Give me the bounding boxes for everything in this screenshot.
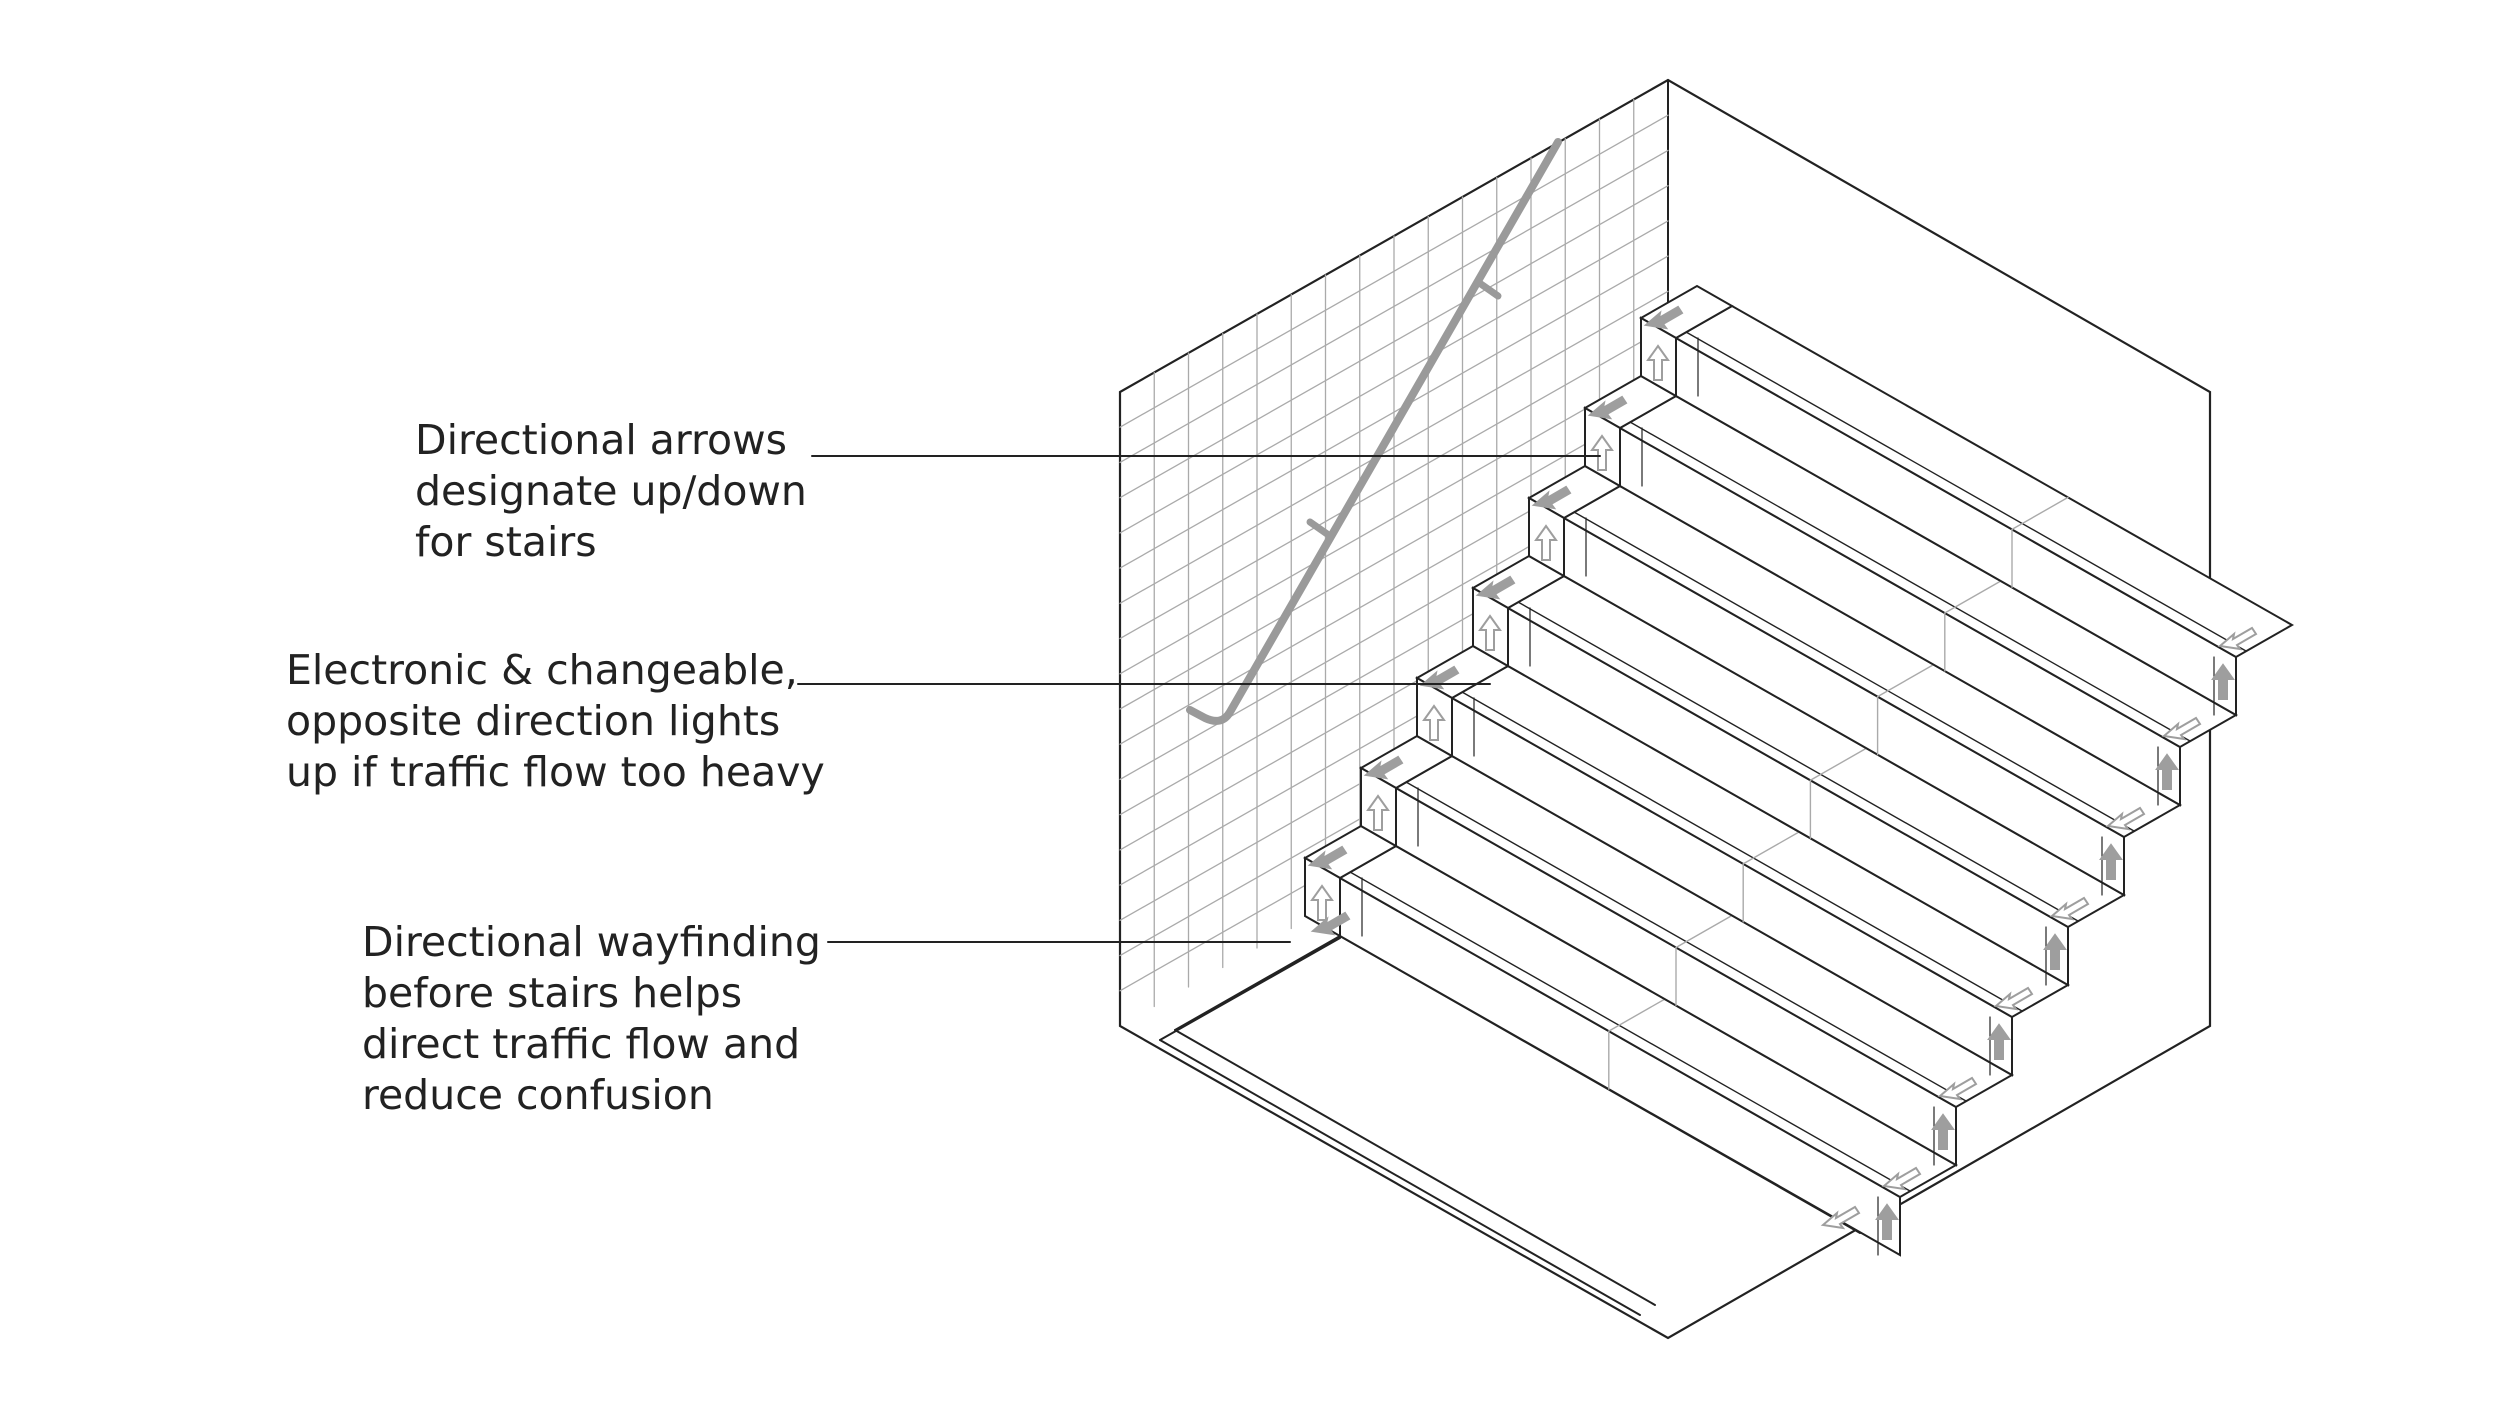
tread-nosing-line bbox=[1517, 601, 2079, 922]
tread-nosing-line bbox=[1349, 871, 1911, 1192]
tread-nosing-line bbox=[1461, 691, 2023, 1012]
wall-grid-horizontal bbox=[1119, 220, 1669, 534]
up-arrow-icon bbox=[1310, 884, 1334, 921]
wall-grid-horizontal bbox=[1119, 114, 1669, 428]
wall-grid-horizontal bbox=[1119, 325, 1669, 640]
callout-line: designate up/down bbox=[415, 467, 807, 515]
tread-nosing-line bbox=[1685, 331, 2247, 652]
floor-strip-line bbox=[1159, 1039, 1641, 1316]
tread-tile-joint bbox=[1876, 663, 1935, 698]
wall-grid-horizontal bbox=[1119, 255, 1669, 569]
callout-line: Directional arrows bbox=[415, 416, 787, 464]
handrail-bracket bbox=[1306, 518, 1334, 540]
tread-tile-joint bbox=[2011, 496, 2069, 531]
left-down-arrow-icon bbox=[1307, 845, 1348, 870]
callout-electronic-changeable: Electronic & changeable, opposite direct… bbox=[286, 645, 825, 798]
left-down-arrow-icon bbox=[1643, 305, 1684, 330]
tread-tile-joint bbox=[1944, 580, 2002, 614]
left-down-arrow-icon bbox=[1937, 1076, 1978, 1101]
wall-grid-horizontal bbox=[1119, 185, 1669, 499]
callout-line: up if traffic flow too heavy bbox=[286, 748, 825, 796]
up-arrow-icon bbox=[2099, 843, 2123, 880]
left-down-arrow-icon bbox=[1820, 1205, 1861, 1230]
callout-line: reduce confusion bbox=[362, 1071, 714, 1119]
floor-strip-line bbox=[1174, 1029, 1656, 1306]
wall-grid-horizontal bbox=[1119, 149, 1669, 464]
up-arrow-icon bbox=[1422, 704, 1446, 741]
up-arrow-icon bbox=[1478, 614, 1502, 651]
floor-edge-line bbox=[1174, 935, 1341, 1031]
callout-directional-wayfinding: Directional wayfinding before stairs hel… bbox=[362, 917, 821, 1121]
left-down-arrow-icon bbox=[2105, 806, 2146, 831]
tread-tile-joint bbox=[1809, 747, 1868, 781]
handrail bbox=[1186, 138, 1562, 725]
up-arrow-icon bbox=[1590, 434, 1614, 471]
tread-nosing-line bbox=[1629, 421, 2191, 742]
leader-lines bbox=[797, 455, 1601, 943]
up-arrow-icon bbox=[2155, 753, 2179, 790]
direction-arrows bbox=[1307, 305, 2258, 1240]
left-down-arrow-icon bbox=[2049, 896, 2090, 921]
callout-line: direct traffic flow and bbox=[362, 1020, 801, 1068]
wall-grid-horizontal bbox=[1119, 396, 1669, 710]
tread-tile-joint bbox=[1675, 914, 1733, 949]
up-arrow-icon bbox=[2043, 933, 2067, 970]
up-arrow-icon bbox=[1646, 344, 1670, 381]
stair-geometry bbox=[1118, 78, 2295, 1340]
callout-line: Directional wayfinding bbox=[362, 918, 821, 966]
left-down-arrow-icon bbox=[1587, 395, 1628, 420]
callout-directional-arrows: Directional arrows designate up/down for… bbox=[415, 415, 807, 568]
callout-line: before stairs helps bbox=[362, 969, 743, 1017]
left-down-arrow-icon bbox=[1363, 755, 1404, 780]
callout-line: for stairs bbox=[415, 518, 597, 566]
up-arrow-icon bbox=[1534, 524, 1558, 561]
tread-tile-joint bbox=[1742, 831, 1800, 865]
up-arrow-icon bbox=[2211, 663, 2235, 700]
tread-nosing-line bbox=[1573, 511, 2135, 832]
left-down-arrow-icon bbox=[2217, 626, 2258, 651]
callout-line: Electronic & changeable, bbox=[286, 646, 798, 694]
up-arrow-icon bbox=[1987, 1023, 2011, 1060]
left-down-arrow-icon bbox=[1310, 911, 1351, 936]
wall-grid-horizontal bbox=[1119, 290, 1669, 604]
callout-line: opposite direction lights bbox=[286, 697, 781, 745]
left-down-arrow-icon bbox=[1419, 665, 1460, 690]
left-down-arrow-icon bbox=[1531, 485, 1572, 510]
up-arrow-icon bbox=[1875, 1203, 1899, 1240]
handrail-bracket bbox=[1474, 278, 1502, 300]
up-arrow-icon bbox=[1931, 1113, 1955, 1150]
up-arrow-icon bbox=[1366, 794, 1390, 831]
wall-grid-horizontal bbox=[1119, 361, 1669, 675]
left-down-arrow-icon bbox=[1993, 986, 2034, 1011]
left-down-arrow-icon bbox=[1881, 1166, 1922, 1191]
tread-tile-joint bbox=[1608, 998, 1666, 1032]
left-down-arrow-icon bbox=[1475, 575, 1516, 600]
floor-edge-line bbox=[1159, 937, 1341, 1041]
left-down-arrow-icon bbox=[2161, 716, 2202, 741]
